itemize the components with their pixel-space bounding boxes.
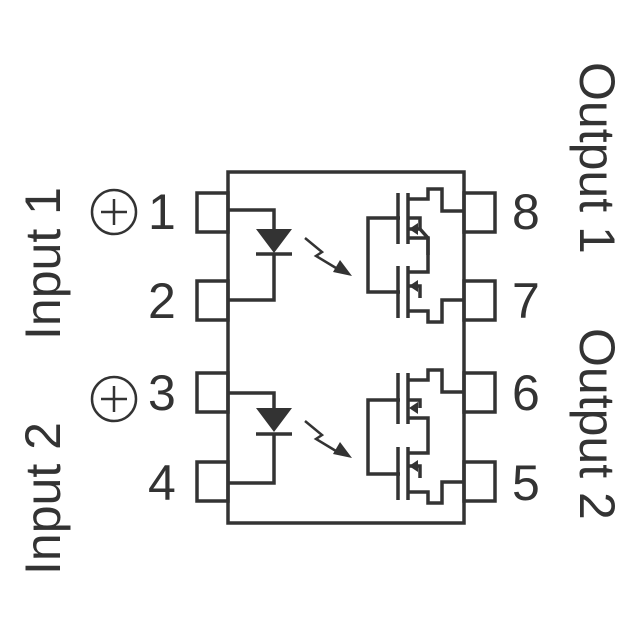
pin-4 <box>195 460 230 503</box>
pin-8 <box>462 191 497 234</box>
pin-number-1: 1 <box>148 184 176 240</box>
pin-number-7: 7 <box>512 273 540 329</box>
pin-3 <box>195 371 230 414</box>
output-2-label: Output 2 <box>569 328 625 520</box>
pin-number-2: 2 <box>148 273 176 329</box>
input-1-label: Input 1 <box>15 187 71 340</box>
plus-icon-input-2 <box>90 375 138 423</box>
input-2-label: Input 2 <box>15 422 71 575</box>
pin-6 <box>462 371 497 414</box>
led-2 <box>228 391 292 485</box>
mosfet-pair-1 <box>366 187 464 324</box>
light-arrow-1 <box>304 237 352 276</box>
pin-number-6: 6 <box>512 365 540 421</box>
output-1-label: Output 1 <box>569 62 625 254</box>
pin-7 <box>462 279 497 322</box>
mosfet-pair-2 <box>366 368 464 505</box>
package-body <box>226 170 466 525</box>
pin-number-4: 4 <box>148 455 176 511</box>
led-1 <box>228 208 292 302</box>
pin-1 <box>195 191 230 234</box>
pin-number-8: 8 <box>512 184 540 240</box>
pin-2 <box>195 279 230 322</box>
pin-5 <box>462 460 497 503</box>
light-arrow-2 <box>304 420 352 458</box>
pin-number-5: 5 <box>512 455 540 511</box>
pin-number-3: 3 <box>148 365 176 421</box>
plus-icon-input-1 <box>90 188 138 236</box>
